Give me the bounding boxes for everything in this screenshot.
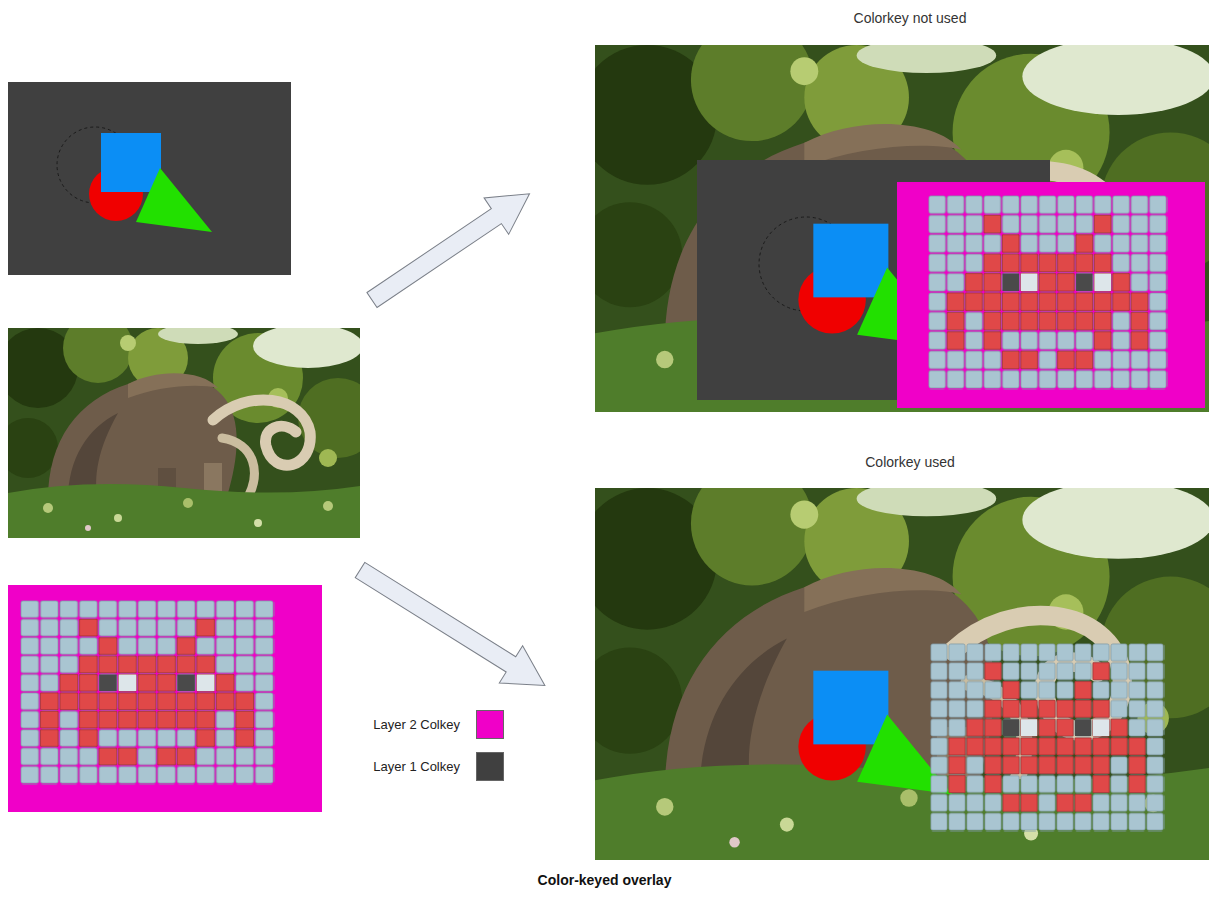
block-arrow: [360, 176, 542, 319]
layer1-shapes: [798, 671, 952, 795]
tile-invader: [928, 195, 1168, 390]
layer1-background: [8, 82, 291, 275]
figure-caption: Color-keyed overlay: [0, 872, 1209, 888]
layer2-background: [897, 182, 1205, 408]
tile-invader: [930, 643, 1165, 832]
legend-label: Layer 2 Colkey: [330, 717, 460, 732]
panel-heading: Colorkey used: [595, 452, 1209, 472]
block-arrow: [348, 551, 556, 704]
mammoth-photo: [578, 461, 1209, 860]
legend: Layer 2 ColkeyLayer 1 Colkey: [330, 710, 504, 794]
legend-entry: Layer 1 Colkey: [330, 752, 504, 781]
legend-entry: Layer 2 Colkey: [330, 710, 504, 739]
layer2-background: [8, 585, 322, 812]
panel-node: Colorkey not used: [595, 8, 1209, 412]
legend-swatch: [476, 752, 504, 781]
tile-invader: [20, 600, 275, 785]
mammoth-photo: [578, 19, 1209, 412]
panel-node: Colorkey used: [595, 452, 1209, 862]
layer1-shapes: [89, 133, 212, 232]
legend-swatch: [476, 710, 504, 739]
mammoth-photo: [0, 313, 378, 538]
legend-label: Layer 1 Colkey: [330, 759, 460, 774]
panel-heading: Colorkey not used: [595, 8, 1209, 28]
